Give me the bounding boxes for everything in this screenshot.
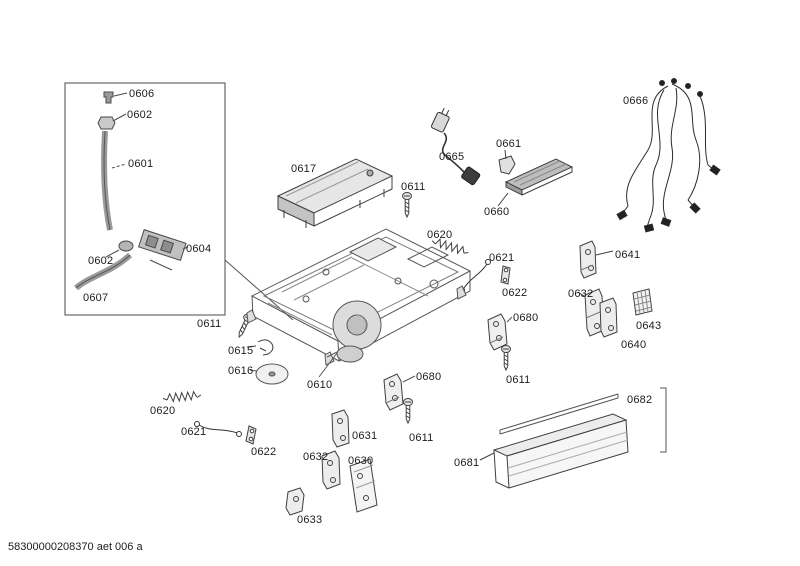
part-label-0621-b: 0621 bbox=[181, 426, 207, 438]
part-label-0611-d: 0611 bbox=[409, 432, 434, 444]
spring-icon bbox=[162, 390, 202, 403]
part-label-0622-b: 0622 bbox=[251, 446, 277, 458]
base-frame bbox=[246, 228, 472, 378]
corner-bracket bbox=[383, 373, 404, 411]
part-label-0611-a: 0611 bbox=[401, 181, 426, 193]
part-label-0660: 0660 bbox=[484, 206, 510, 218]
part-label-0632-b: 0632 bbox=[303, 451, 329, 463]
screw-icon bbox=[501, 345, 511, 371]
part-label-0617: 0617 bbox=[291, 163, 317, 175]
part-label-0681: 0681 bbox=[454, 457, 480, 469]
part-label-0611-b: 0611 bbox=[197, 318, 222, 330]
part-label-0616: 0616 bbox=[228, 365, 254, 377]
part-label-0633: 0633 bbox=[297, 514, 323, 526]
link-upper bbox=[500, 265, 511, 285]
part-label-0620-a: 0620 bbox=[427, 229, 453, 241]
mounting-bracket-right-low bbox=[599, 297, 618, 338]
side-plate-0630 bbox=[349, 458, 378, 513]
part-label-0666: 0666 bbox=[623, 95, 649, 107]
power-cord bbox=[431, 107, 481, 186]
part-label-0661: 0661 bbox=[496, 138, 522, 150]
part-label-0643: 0643 bbox=[636, 320, 662, 332]
part-label-0611-c: 0611 bbox=[506, 374, 531, 386]
mounting-bracket-right-top bbox=[579, 240, 614, 279]
clip bbox=[246, 339, 274, 356]
hinge-bracket-0632 bbox=[321, 450, 341, 490]
part-label-0615: 0615 bbox=[228, 345, 254, 357]
hinge-bracket-0631 bbox=[331, 409, 350, 448]
part-label-0682: 0682 bbox=[627, 394, 653, 406]
leader-line bbox=[402, 375, 416, 383]
wiring-harness bbox=[616, 78, 721, 233]
part-label-0606: 0606 bbox=[129, 88, 155, 100]
inlet-hose-assembly bbox=[64, 82, 226, 316]
gasket-disc bbox=[249, 363, 289, 385]
cable-upper bbox=[459, 259, 491, 293]
leader-line bbox=[506, 316, 513, 323]
part-label-0602-a: 0602 bbox=[127, 109, 153, 121]
part-label-0680-b: 0680 bbox=[416, 371, 442, 383]
part-label-0630: 0630 bbox=[348, 455, 374, 467]
part-label-0640: 0640 bbox=[621, 339, 647, 351]
part-label-0601: 0601 bbox=[128, 158, 154, 170]
cable-grommet bbox=[498, 149, 516, 175]
detail-box-pointer-line bbox=[224, 259, 294, 321]
link-lower bbox=[245, 425, 257, 445]
part-label-0621-a: 0621 bbox=[489, 252, 515, 264]
part-label-0641: 0641 bbox=[615, 249, 641, 261]
cable-lower bbox=[194, 421, 242, 437]
corner-bracket bbox=[487, 313, 508, 351]
part-label-0632-a: 0632 bbox=[568, 288, 594, 300]
bracket-0633 bbox=[285, 487, 305, 516]
part-label-0607: 0607 bbox=[83, 292, 109, 304]
part-label-0622-a: 0622 bbox=[502, 287, 528, 299]
screw-icon bbox=[402, 192, 412, 218]
cover-panel bbox=[497, 158, 574, 207]
part-label-0631: 0631 bbox=[352, 430, 378, 442]
part-label-0604: 0604 bbox=[186, 243, 212, 255]
part-label-0620-b: 0620 bbox=[150, 405, 176, 417]
vent-grille bbox=[632, 288, 653, 316]
document-code: 58300000208370 aet 006 a bbox=[8, 541, 143, 553]
part-label-0680-a: 0680 bbox=[513, 312, 539, 324]
base-panel bbox=[479, 413, 629, 489]
group-bracket bbox=[660, 387, 667, 453]
screw-icon bbox=[403, 398, 413, 424]
part-label-0610: 0610 bbox=[307, 379, 333, 391]
control-module bbox=[276, 158, 394, 228]
trim-strip bbox=[499, 393, 619, 435]
part-label-0665: 0665 bbox=[439, 151, 465, 163]
part-label-0602-b: 0602 bbox=[88, 255, 114, 267]
